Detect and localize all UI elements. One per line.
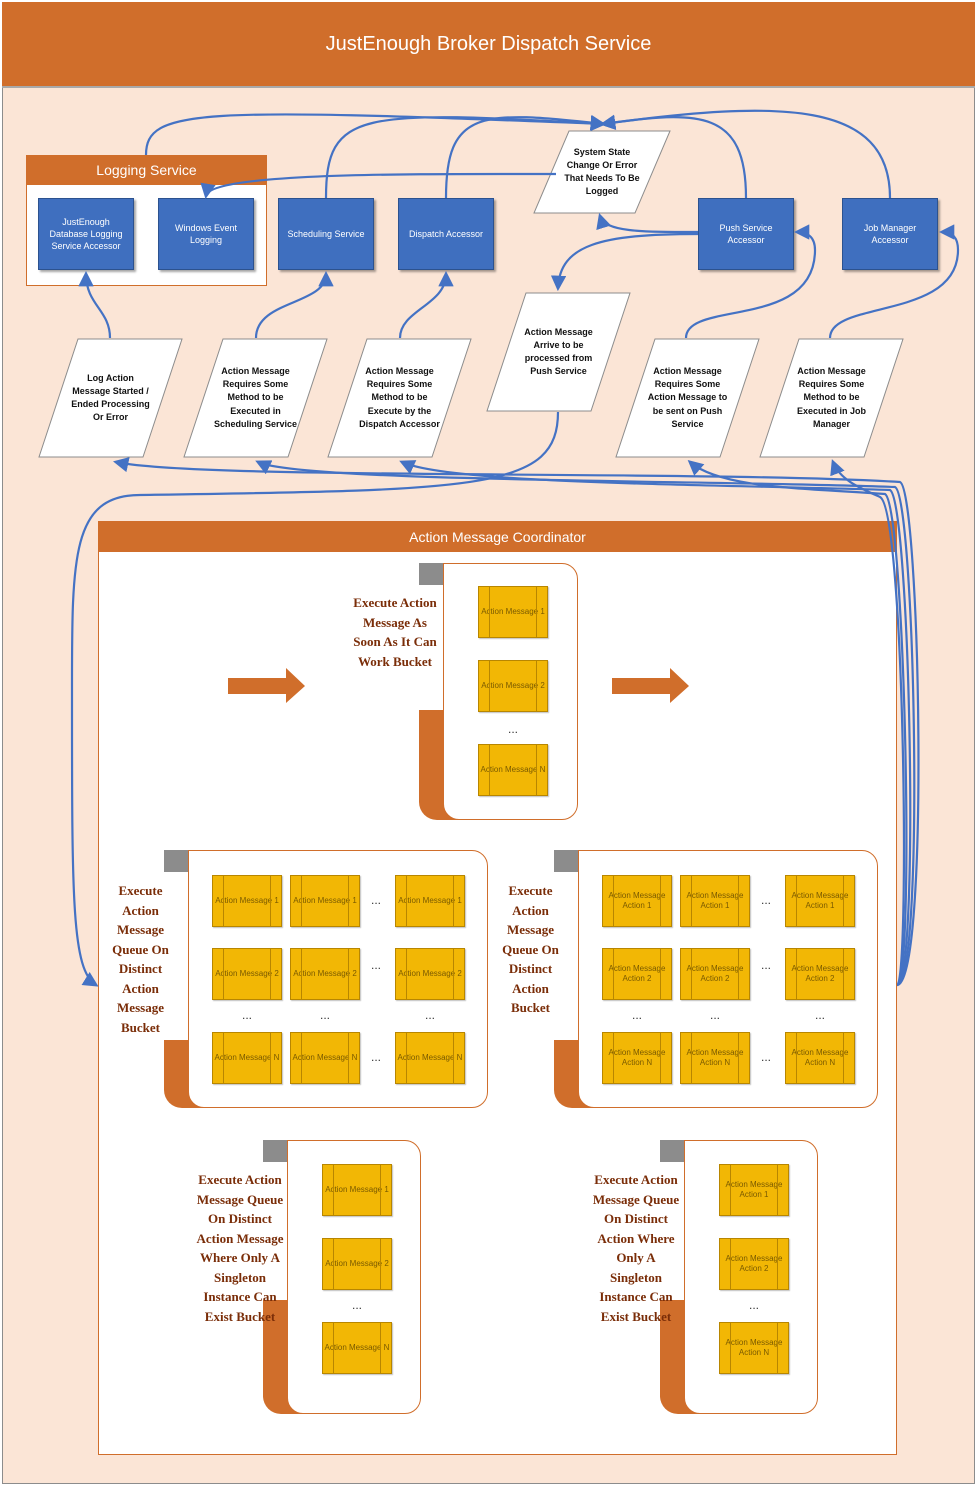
distinct-action-r1c3: Action Message Action 1: [785, 875, 855, 927]
distinct-message-r3c3: Action Message N: [395, 1032, 465, 1084]
message-dispatch-node: Action Message Requires Some Method to b…: [327, 338, 472, 458]
dispatch-accessor-node: Dispatch Accessor: [398, 198, 494, 270]
database-logging-accessor-node: JustEnough Database Logging Service Acce…: [38, 198, 134, 270]
system-state-change-label: System State Change Or Error That Needs …: [564, 146, 640, 197]
message-scheduling-node: Action Message Requires Some Method to b…: [183, 338, 328, 458]
push-service-accessor-node: Push Service Accessor: [698, 198, 794, 270]
singleton-action-2: Action Message Action 2: [719, 1238, 789, 1290]
row-ellipsis: ...: [370, 893, 381, 907]
logging-service-title: Logging Service: [26, 155, 267, 185]
message-push-send-node: Action Message Requires Some Action Mess…: [615, 338, 760, 458]
column-ellipsis: ...: [631, 1008, 642, 1022]
distinct-message-r2c2: Action Message 2: [290, 948, 360, 1000]
distinct-action-r3c3: Action Message Action N: [785, 1032, 855, 1084]
message-dispatch-label: Action Message Requires Some Method to b…: [359, 366, 440, 429]
distinct-action-bucket-tab: [554, 850, 578, 872]
row-ellipsis: ...: [760, 1050, 771, 1064]
distinct-message-r1c3: Action Message 1: [395, 875, 465, 927]
distinct-message-r2c3: Action Message 2: [395, 948, 465, 1000]
column-ellipsis: ...: [814, 1008, 825, 1022]
asap-message-n: Action Message N: [478, 744, 548, 796]
message-log-node: Log Action Message Started / Ended Proce…: [38, 338, 183, 458]
distinct-action-r2c2: Action Message Action 2: [680, 948, 750, 1000]
row-ellipsis: ...: [760, 958, 771, 972]
message-job-node: Action Message Requires Some Method to b…: [759, 338, 904, 458]
distinct-message-bucket-tab: [164, 850, 188, 872]
distinct-action-bucket-label: Execute Action Message Queue On Distinct…: [502, 883, 559, 1015]
distinct-message-bucket-label: Execute Action Message Queue On Distinct…: [112, 883, 169, 1035]
message-job-label: Action Message Requires Some Method to b…: [796, 366, 867, 429]
distinct-action-r1c1: Action Message Action 1: [602, 875, 672, 927]
message-push-send-label: Action Message Requires Some Action Mess…: [647, 366, 728, 429]
column-ellipsis: ...: [319, 1008, 330, 1022]
right-arrow-icon: [228, 668, 305, 703]
message-scheduling-label: Action Message Requires Some Method to b…: [213, 366, 298, 429]
row-ellipsis: ...: [370, 1050, 381, 1064]
distinct-action-r3c2: Action Message Action N: [680, 1032, 750, 1084]
asap-bucket-label: Execute Action Message As Soon As It Can…: [353, 595, 437, 669]
windows-event-logging-node: Windows Event Logging: [158, 198, 254, 270]
row-ellipsis: ...: [370, 958, 381, 972]
distinct-action-r2c1: Action Message Action 2: [602, 948, 672, 1000]
system-state-change-node: System State Change Or Error That Needs …: [533, 130, 671, 214]
job-manager-accessor-node: Job Manager Accessor: [842, 198, 938, 270]
asap-message-2: Action Message 2: [478, 660, 548, 712]
message-push-arrive-label: Action Message Arrive to be processed fr…: [524, 326, 593, 377]
right-arrow-icon: [612, 668, 689, 703]
asap-ellipsis: ...: [507, 722, 518, 736]
message-push-arrive-node: Action Message Arrive to be processed fr…: [486, 292, 631, 412]
singleton-message-2: Action Message 2: [322, 1238, 392, 1290]
singleton-message-bucket-label: Execute Action Message Queue On Distinct…: [196, 1172, 284, 1324]
distinct-message-r1c1: Action Message 1: [212, 875, 282, 927]
singleton-message-ellipsis: ...: [351, 1298, 362, 1312]
distinct-message-r2c1: Action Message 2: [212, 948, 282, 1000]
column-ellipsis: ...: [424, 1008, 435, 1022]
page-title: JustEnough Broker Dispatch Service: [2, 2, 975, 88]
scheduling-service-node: Scheduling Service: [278, 198, 374, 270]
singleton-message-1: Action Message 1: [322, 1164, 392, 1216]
row-ellipsis: ...: [760, 893, 771, 907]
singleton-action-n: Action Message Action N: [719, 1322, 789, 1374]
singleton-action-ellipsis: ...: [748, 1298, 759, 1312]
singleton-message-bucket-tab: [263, 1140, 287, 1162]
message-log-label: Log Action Message Started / Ended Proce…: [71, 372, 150, 423]
distinct-message-r1c2: Action Message 1: [290, 875, 360, 927]
column-ellipsis: ...: [241, 1008, 252, 1022]
distinct-message-r3c2: Action Message N: [290, 1032, 360, 1084]
asap-bucket-tab: [419, 563, 443, 585]
singleton-action-1: Action Message Action 1: [719, 1164, 789, 1216]
distinct-action-r2c3: Action Message Action 2: [785, 948, 855, 1000]
singleton-action-bucket-tab: [660, 1140, 684, 1162]
singleton-message-n: Action Message N: [322, 1322, 392, 1374]
distinct-action-r1c2: Action Message Action 1: [680, 875, 750, 927]
asap-message-1: Action Message 1: [478, 586, 548, 638]
column-ellipsis: ...: [709, 1008, 720, 1022]
action-message-coordinator-title: Action Message Coordinator: [98, 521, 897, 552]
distinct-message-r3c1: Action Message N: [212, 1032, 282, 1084]
singleton-action-bucket-label: Execute Action Message Queue On Distinct…: [592, 1172, 680, 1324]
distinct-action-r3c1: Action Message Action N: [602, 1032, 672, 1084]
